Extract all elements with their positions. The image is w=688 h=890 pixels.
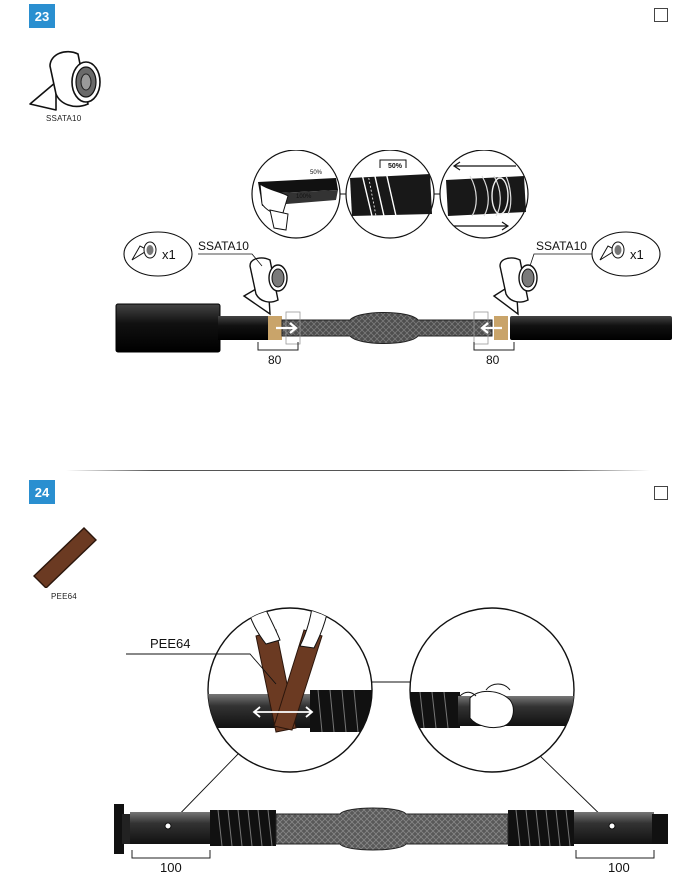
step23-illustration: 80 80 x1 x1 SSATA10 SSATA10 — [115, 150, 672, 367]
cable-assembly — [115, 303, 672, 353]
zoom-circle-halflap: 50% — [345, 150, 435, 239]
right-tape-roll — [492, 257, 538, 316]
left-sheath — [115, 303, 221, 353]
left-label: SSATA10 — [198, 239, 249, 253]
left-quantity: x1 — [162, 247, 176, 262]
brown-strip-icon — [32, 527, 98, 588]
tape-roll-icon — [29, 50, 101, 111]
splice-mesh-24 — [275, 807, 509, 851]
left-quantity-callout: x1 — [123, 231, 193, 277]
step24-illustration: 100 100 PEE64 — [114, 607, 668, 875]
step-number: 24 — [34, 484, 50, 500]
section-divider — [66, 470, 650, 471]
right-quantity: x1 — [630, 247, 644, 262]
zoom-halflap-label: 50% — [388, 163, 403, 170]
left-arrow — [276, 322, 298, 334]
step-number-badge: 23 — [29, 4, 55, 28]
left-tape-roll — [242, 257, 288, 316]
step-checkbox[interactable] — [654, 486, 668, 500]
zoom-circle-wipe — [409, 607, 575, 773]
right-dimension: 80 — [486, 353, 500, 367]
zoom-circle-direction — [439, 150, 529, 239]
left-copper — [268, 316, 282, 340]
left-end-cap — [114, 804, 124, 854]
splice-mesh — [281, 312, 493, 344]
step-number-badge: 24 — [29, 480, 55, 504]
step-number: 23 — [34, 8, 50, 24]
step-checkbox[interactable] — [654, 8, 668, 22]
zoom-material-label: PEE64 — [150, 636, 190, 651]
cable-assembly-24 — [114, 804, 668, 854]
right-cable — [510, 316, 672, 340]
right-quantity-callout: x1 — [591, 231, 661, 277]
zoom-circle-overlap: 50% 100% — [251, 150, 341, 239]
right-arrow — [480, 322, 502, 334]
zoom-circle-abrade — [207, 607, 373, 773]
material-code: PEE64 — [51, 592, 77, 601]
material-code: SSATA10 — [46, 114, 82, 123]
zoom-overlap-label: 50% — [310, 170, 323, 176]
left-dimension: 80 — [268, 353, 282, 367]
left-dimension: 100 — [160, 860, 182, 875]
zoom-full-label: 100% — [296, 194, 312, 200]
right-dimension: 100 — [608, 860, 630, 875]
right-label: SSATA10 — [536, 239, 587, 253]
left-cable — [218, 316, 270, 340]
